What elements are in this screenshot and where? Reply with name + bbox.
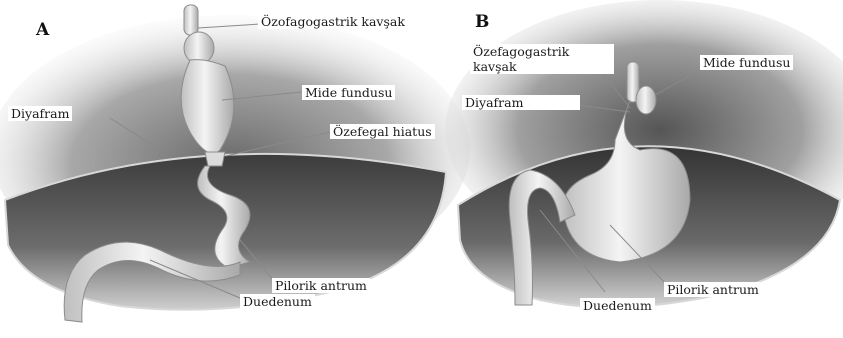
label-mide-fundusu-a: Mide fundusu — [302, 85, 395, 100]
label-mide-fundusu-b: Mide fundusu — [700, 55, 793, 70]
label-pilorik-antrum-a: Pilorik antrum — [272, 278, 370, 293]
label-duedenum-a: Duedenum — [240, 294, 315, 309]
label-diyafram-b: Diyafram — [462, 95, 580, 110]
label-ozefegal-hiatus: Özefegal hiatus — [330, 124, 435, 139]
panel-b-letter: B — [475, 12, 489, 32]
label-ozefagogastrik-kavsak-b: Özefagogastrik kavşak — [470, 44, 614, 74]
label-duedenum-b: Duedenum — [580, 298, 655, 313]
panel-a-letter: A — [36, 20, 49, 40]
label-diyafram-a: Diyafram — [8, 106, 72, 121]
label-pilorik-antrum-b: Pilorik antrum — [664, 282, 790, 297]
label-ozofagogastrik-kavsak-a: Özofagogastrik kavşak — [258, 14, 408, 29]
